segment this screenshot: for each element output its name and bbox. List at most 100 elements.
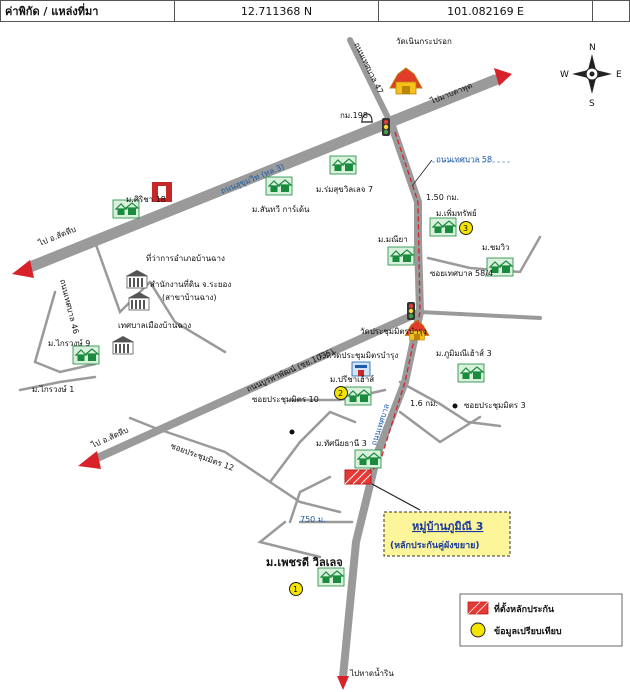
phetdee-label: ม.เพชรดี วิลเลจ [266, 556, 343, 569]
soi-10-label: ซอยประชุมมิตร 10 [252, 395, 319, 404]
thetsaban-58-road [390, 124, 414, 189]
house-phermsap-icon [429, 217, 457, 237]
km198-label: กม.198 [340, 111, 368, 120]
burapha-east [418, 310, 542, 320]
maneeya-label: ม.มณียา [378, 235, 408, 244]
phermsap-label: ม.เพิ่มทรัพย์ [436, 207, 477, 218]
temple-icon [389, 67, 423, 95]
marker-3: 3 [459, 221, 473, 235]
school-icon [351, 361, 371, 377]
house-tasanithani-icon [354, 449, 382, 469]
bell-icon [361, 113, 373, 123]
siricha-label: ม.ศิริชา 18 [126, 195, 166, 204]
dist-750-label: 750 ม. [300, 515, 326, 524]
compass-w: W [560, 70, 569, 80]
soi-3-label: ซอยประชุมมิตร 3 [464, 401, 526, 410]
municipality-icon [111, 335, 135, 355]
district-office-label: ที่ว่าการอำเภอบ้านฉาง [146, 252, 225, 263]
soi-10-branch [268, 410, 357, 484]
collateral-site [344, 469, 372, 485]
marker-3-label: 3 [463, 224, 468, 233]
coordinates-label: ค่าพิกัด / แหล่งที่มา [0, 0, 175, 22]
house-phetdee-icon [317, 567, 345, 587]
soi-local-7 [257, 520, 322, 559]
siricha-logo-icon [152, 182, 172, 202]
wat-noen-label: วัดเนินกระปรอก [396, 37, 452, 46]
thetsaban-47-label: ถนนเทศบาล 47 [352, 41, 385, 95]
house-kraiwong9-icon [72, 345, 100, 365]
thetsaban-46-label: ถนนเทศบาล 46 [58, 278, 80, 335]
legend-collateral-swatch [467, 601, 489, 615]
soi-12 [128, 416, 342, 514]
thetsaban-47-road [347, 37, 395, 129]
thetsaban-46-road [33, 290, 57, 364]
santhawee-label: ม.สันทวี การ์เด้น [252, 204, 310, 214]
district-office-icon [125, 269, 149, 289]
land-branch-label: (สาขาบ้านฉาง) [162, 293, 216, 302]
prisa-label: ม.ปรีชาเฮ้าส์ [330, 374, 374, 384]
to-nam-rin-label: ไปหาดน้ำริน [349, 667, 394, 678]
chomwiw-label: ม.ชมวิว [482, 243, 510, 252]
romsuk-label: ม.ร่มสุขวิลเลจ 7 [316, 185, 373, 194]
soi-3-branch [398, 410, 482, 444]
marker-1-label: 1 [293, 585, 298, 594]
municipality-label: เทศบาลเมืองบ้านฉาง [118, 321, 191, 330]
traffic-light-2-icon [407, 302, 415, 320]
marker-2: 2 [334, 386, 348, 400]
latitude-value: 12.711368 N [173, 0, 380, 22]
compass-s: S [589, 99, 595, 109]
compass-e: E [616, 70, 622, 80]
land-office-icon [127, 291, 151, 311]
soi-58-4-label: ซอยเทศบาล 58/4 [430, 269, 493, 278]
legend-collateral-label: ที่ตั้งหลักประกัน [494, 602, 555, 615]
callout-leader [371, 483, 421, 511]
soi-12-label: ซอยประชุมมิตร 12 [169, 441, 235, 472]
tasanithani-label: ม.ทัศนียธานี 3 [316, 439, 367, 448]
thetsaban-58-label: ถนนเทศบาล 58 [436, 155, 492, 164]
local-roads-4 [18, 375, 97, 392]
kraiwong9-label: ม.ไกรวงษ์ 9 [48, 338, 90, 348]
dist-150-label: 1.50 กม. [426, 193, 459, 202]
subject-title: หมู่บ้านภูมิณี 3 [412, 520, 483, 534]
house-bhumanee-icon [457, 363, 485, 383]
legend-comparable-swatch [470, 622, 486, 638]
house-romsuk-icon [329, 155, 357, 175]
legend-comparable-label: ข้อมูลเปรียบเทียบ [494, 626, 562, 637]
arrow-map-ta-phut [494, 68, 512, 86]
soi-local-5 [288, 475, 332, 524]
junction-dot [452, 403, 458, 409]
compass-n: N [589, 43, 596, 53]
house-prisa-icon [344, 386, 372, 406]
subject-callout: หมู่บ้านภูมิณี 3 (หลักประกันคู่ผังขยาย) [383, 511, 511, 557]
arrow-sattahip-bottom [78, 451, 101, 469]
thetsaban-58-leader [411, 159, 433, 187]
direction-arrows [12, 68, 512, 690]
traffic-light-icon [382, 118, 390, 136]
land-office-label: สำนักงานที่ดิน จ.ระยอง [150, 278, 231, 289]
house-santhawee-icon [265, 176, 293, 196]
junction-dot [289, 429, 295, 435]
wat-prachum-label: วัดประชุมมิตรบำรุง [360, 327, 427, 336]
school-label: ร.ร.วัดประชุมมิตรบำรุง [318, 351, 398, 360]
local-roads [93, 240, 152, 315]
soi-3 [398, 380, 502, 428]
location-map: N S E W 1 [12, 37, 623, 690]
compass-rose: N S E W [560, 43, 622, 109]
local-roads-3 [33, 360, 97, 374]
kraiwong1-label: ม.ไกรวงษ์ 1 [32, 384, 74, 394]
subject-subtitle: (หลักประกันคู่ผังขยาย) [390, 540, 480, 551]
longitude-value: 101.082169 E [378, 0, 594, 22]
dist-16-label: 1.6 กม. [410, 399, 438, 408]
burapha-road [91, 308, 424, 463]
arrow-sattahip-top [12, 260, 34, 278]
marker-2-label: 2 [338, 389, 343, 398]
local-roads-2 [148, 280, 227, 354]
legend: ที่ตั้งหลักประกัน ข้อมูลเปรียบเทียบ [459, 593, 623, 647]
arrow-nam-rin [337, 676, 349, 690]
marker-1: 1 [289, 582, 303, 596]
sukhumvit-road [24, 74, 501, 273]
coordinates-header: ค่าพิกัด / แหล่งที่มา 12.711368 N 101.08… [0, 0, 630, 22]
route-line [361, 131, 421, 483]
house-maneeya-icon [387, 246, 415, 266]
bhumanee-label: ม.ภูมิมณีเฮ้าส์ 3 [436, 348, 492, 359]
